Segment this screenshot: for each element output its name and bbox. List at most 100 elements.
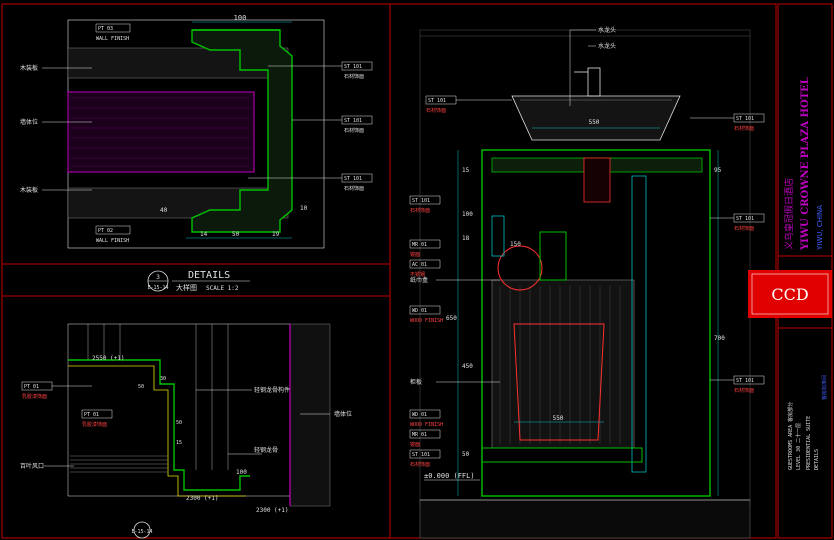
- label-ceiling-fixture: 轻钢龙骨构件: [254, 386, 290, 394]
- svg-text:ST 101: ST 101: [412, 198, 430, 204]
- dim-side-2: 10: [300, 205, 308, 212]
- label-paper: 纸巾盒: [410, 276, 428, 284]
- svg-text:WOOD FINISH: WOOD FINISH: [410, 422, 443, 428]
- sheet-frame: [1, 3, 777, 539]
- tag-left-6: MR 01 镜面: [409, 429, 441, 448]
- dim-bottom-1: 14: [200, 231, 208, 238]
- label-vent: 百叶风口: [20, 462, 44, 470]
- label-ceiling-keel: 轻钢龙骨: [254, 446, 278, 454]
- tag-right-1: ST 101 石材饰面: [710, 213, 765, 232]
- project-cn: 客房标准间: [821, 375, 828, 400]
- svg-text:AC 01: AC 01: [412, 262, 427, 268]
- svg-text:PT 02: PT 02: [98, 228, 113, 234]
- svg-text:ST 101: ST 101: [736, 116, 754, 122]
- dim-top: 100: [234, 14, 247, 22]
- ccd-logo: [748, 270, 832, 318]
- caption-sheet-bottom: E-15-14: [131, 529, 152, 535]
- svg-text:乳胶漆饰面: 乳胶漆饰面: [22, 393, 47, 400]
- dim-left-4: 30: [160, 376, 166, 382]
- dim-left-50: 50: [462, 451, 470, 458]
- detail-bottom-left: 2550 (+1) 2300 (+1) 2300 (+1) 轻钢龙骨构件 轻钢龙…: [20, 323, 352, 539]
- section-right: 550 550 150 15 100 18 450 650 50 95 700 …: [409, 26, 765, 539]
- label-faucet: 水龙头: [598, 26, 616, 34]
- drawing-line: PRESIDENTIAL SUITE: [806, 416, 812, 470]
- tag-left-3: AC 01 不锈钢: [409, 259, 441, 278]
- dim-bottom-3: 19: [272, 231, 280, 238]
- svg-text:石材饰面: 石材饰面: [344, 73, 364, 80]
- caption-title: DETAILS: [188, 270, 230, 281]
- svg-text:ST 101: ST 101: [344, 176, 362, 182]
- floor-level: ±0.000 (FFL): [424, 472, 475, 480]
- dim-left-3: 15: [176, 440, 182, 446]
- ccd-logo-text: CCD: [771, 285, 808, 304]
- svg-text:WD 01: WD 01: [412, 308, 427, 314]
- svg-text:石材饰面: 石材饰面: [410, 207, 430, 214]
- svg-text:ST 101: ST 101: [736, 216, 754, 222]
- svg-text:石材饰面: 石材饰面: [410, 461, 430, 468]
- dim-right-95: 95: [714, 167, 722, 174]
- dim-left-450: 450: [462, 363, 473, 370]
- dim-left-1: 50: [176, 420, 182, 426]
- svg-text:不锈钢: 不锈钢: [410, 271, 425, 278]
- dim-side-1: 40: [160, 207, 168, 214]
- dim-bottom-550: 550: [553, 415, 564, 422]
- svg-text:石材饰面: 石材饰面: [734, 225, 754, 232]
- drawing-type: DETAILS: [814, 449, 820, 470]
- svg-text:石材饰面: 石材饰面: [344, 185, 364, 192]
- svg-text:乳胶漆饰面: 乳胶漆饰面: [82, 421, 107, 428]
- hotel-location: YIWU, CHINA: [816, 205, 824, 251]
- dim-bottom-100: 100: [236, 469, 247, 476]
- dim-left-650: 650: [446, 315, 457, 322]
- tag-paint-2: PT 01 乳胶漆饰面: [81, 409, 113, 428]
- dim-left-100: 100: [462, 211, 473, 218]
- tag-left-7: ST 101 石材饰面: [409, 449, 441, 468]
- caption-number: 3: [156, 274, 160, 281]
- label-wall-2: 墙体位: [334, 410, 352, 418]
- svg-text:WALL FINISH: WALL FINISH: [96, 238, 129, 244]
- label-wood-top: 木装板: [20, 64, 38, 72]
- svg-text:MR 01: MR 01: [412, 432, 427, 438]
- svg-text:MR 01: MR 01: [412, 242, 427, 248]
- dim-right-700: 700: [714, 335, 725, 342]
- label-faucet-2: 水龙头: [598, 42, 616, 50]
- svg-text:ST 101: ST 101: [736, 378, 754, 384]
- svg-text:石材饰面: 石材饰面: [426, 107, 446, 114]
- tag-right-0: ST 101 石材饰面: [690, 113, 765, 132]
- svg-text:ST 101: ST 101: [344, 64, 362, 70]
- tag-wall-paint-top: PT 03 WALL FINISH: [95, 23, 131, 42]
- svg-text:WD 01: WD 01: [412, 412, 427, 418]
- svg-text:ST 101: ST 101: [344, 118, 362, 124]
- detail-top-left: 100 14 50 19 40 10 木装板 墙体位 木装板 PT 03 WAL…: [20, 14, 373, 249]
- tag-right-2: ST 101 石材饰面: [710, 375, 765, 394]
- svg-text:ST 101: ST 101: [428, 98, 446, 104]
- dim-left-18: 18: [462, 235, 470, 242]
- svg-text:镜面: 镜面: [410, 251, 420, 258]
- caption-subtitle: 大样图: [176, 283, 197, 292]
- level-1: 2550 (+1): [92, 355, 125, 362]
- label-wood-bottom: 木装板: [20, 186, 38, 194]
- label-wall: 墙体位: [20, 118, 38, 126]
- svg-text:WALL FINISH: WALL FINISH: [96, 36, 129, 42]
- svg-text:PT 01: PT 01: [24, 384, 39, 390]
- level-3: 2300 (+1): [256, 507, 289, 514]
- svg-text:PT 01: PT 01: [84, 412, 99, 418]
- hotel-name-en: YIWU CROWNE PLAZA HOTEL: [800, 77, 811, 251]
- svg-text:ST 101: ST 101: [412, 452, 430, 458]
- dim-left-2: 50: [138, 384, 144, 390]
- dim-basin: 550: [589, 119, 600, 126]
- label-cabinet: 柜板: [410, 378, 422, 386]
- tag-stone-2: ST 101 石材饰面: [292, 115, 373, 134]
- svg-text:石材饰面: 石材饰面: [344, 127, 364, 134]
- hotel-name-cn: 义乌皇冠假日酒店: [783, 178, 795, 250]
- tag-paint-1: PT 01 乳胶漆饰面: [21, 381, 92, 400]
- tag-left-5: WD 01 WOOD FINISH: [409, 409, 443, 428]
- title-block: 义乌皇冠假日酒店 YIWU CROWNE PLAZA HOTEL YIWU, C…: [748, 3, 833, 539]
- details-caption: 3 E-15-14 DETAILS 大样图 SCALE 1:2: [147, 270, 250, 292]
- svg-text:镜面: 镜面: [410, 441, 420, 448]
- tag-left-4: WD 01 WOOD FINISH: [409, 305, 443, 324]
- dim-left-15: 15: [462, 167, 470, 174]
- svg-text:石材饰面: 石材饰面: [734, 125, 754, 132]
- tag-wall-paint-bottom: PT 02 WALL FINISH: [95, 225, 131, 244]
